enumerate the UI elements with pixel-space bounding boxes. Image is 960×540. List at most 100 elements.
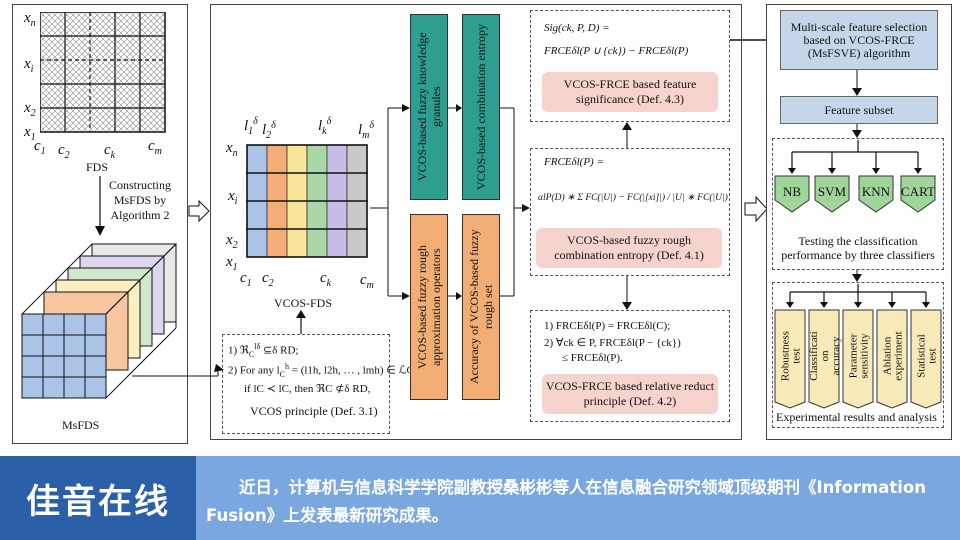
sig-formula-1: Sig(ck, P, D) =	[544, 22, 610, 34]
reduct-formula-1: 1) FRCEδl(P) = FRCEδl(C);	[544, 320, 671, 332]
vcos-top-label: lmδ	[358, 120, 375, 141]
arrow-icon	[788, 168, 796, 174]
reduct-formula-3: ≤ FRCEδl(P).	[562, 352, 623, 364]
entropy-definition-box	[530, 148, 730, 276]
significance-label: VCOS-FRCE based feature significance (De…	[542, 72, 718, 112]
results-text: Experimental results and analysis	[776, 410, 937, 424]
test-label: sensitivity	[859, 333, 871, 379]
arrow-icon	[872, 168, 880, 174]
vcos-col-label: c1	[240, 270, 252, 289]
approximation-operators-box: VCOS-based fuzzy rough approximation ope…	[410, 214, 448, 400]
entropy-label: VCOS-based fuzzy rough combination entro…	[536, 228, 722, 268]
classifier-testing-box	[772, 138, 944, 270]
vcos-row-label: xi	[228, 188, 238, 207]
vcos-row-label: x2	[226, 232, 238, 251]
principle-title: VCOS principle (Def. 3.1)	[250, 404, 378, 418]
feature-subset-box: Feature subset	[780, 96, 938, 124]
right-hollow-arrow-icon	[744, 196, 768, 222]
fds-grid	[40, 12, 166, 133]
vcos-col-label: c2	[262, 270, 274, 289]
classifier-label: KNN	[862, 184, 891, 199]
test-shape	[910, 309, 942, 409]
vcos-row-label: xn	[226, 140, 238, 159]
reduct-formula-2: 2) ∀ck ∈ P, FRCEδl(P − {ck})	[544, 337, 681, 349]
fds-col-label: c1	[34, 138, 46, 157]
entropy-formula-2: αlP(D) ∗ Σ FC(|U|) − FC(|[xi]|) / |U| ∗ …	[538, 193, 728, 203]
down-arrow-icon	[95, 176, 105, 236]
test-label: test	[791, 348, 803, 363]
test-shape	[876, 309, 908, 409]
fds-row-label: x2	[24, 100, 36, 119]
vcos-col-label: cm	[360, 272, 374, 291]
fuzzy-knowledge-granules-box: VCOS-based fuzzy knowledge granules	[410, 14, 448, 200]
fds-row-label: xi	[24, 56, 34, 75]
arrow-icon	[854, 302, 862, 308]
reduct-label: VCOS-FRCE based relative reduct principl…	[542, 374, 718, 414]
accuracy-box: Accuracy of VCOS-based fuzzy rough set	[462, 214, 500, 400]
vcos-top-label: l1δ	[244, 116, 258, 137]
brand-title: 佳音在线	[0, 456, 196, 540]
grid-connectors	[370, 104, 410, 300]
vcos-row-label: x1	[226, 254, 238, 273]
arrow-icon	[922, 302, 930, 308]
test-label: experiment	[893, 331, 905, 380]
fds-label: FDS	[86, 160, 109, 174]
down-arrow-icon	[622, 276, 632, 310]
arrow-icon	[828, 168, 836, 174]
classifier-shape	[858, 175, 894, 213]
experiments-box	[772, 282, 944, 428]
vcos-principle-box	[222, 334, 390, 434]
news-text: 近日，计算机与信息科学学院副教授桑彬彬等人在信息融合研究领域顶级期刊《Infor…	[206, 478, 926, 525]
vcos-top-label: l2δ	[262, 120, 276, 141]
principle-line-3: if lC ≺ lC, then ℜC ⊄δ RD,	[244, 383, 371, 395]
test-label: Parameter	[848, 333, 860, 378]
classifier-tree: NB SVM KNN CART	[774, 140, 936, 213]
principle-line-1: 1) ℜClδ ⊆δ RD;	[228, 342, 299, 359]
up-arrow-icon	[622, 122, 632, 148]
fds-col-label: c2	[58, 142, 70, 161]
msfsve-box: Multi-scale feature selection based on V…	[780, 10, 938, 70]
arrow-icon	[820, 302, 828, 308]
test-label: Classificati	[808, 331, 820, 381]
classifier-label: NB	[783, 184, 801, 199]
test-shape	[774, 309, 806, 409]
classifier-label: SVM	[818, 184, 847, 199]
vcos-fds-label: VCOS-FDS	[274, 296, 333, 310]
fds-row-label: xn	[24, 10, 36, 29]
msfds-cube	[20, 243, 178, 399]
up-arrow-icon	[296, 310, 306, 334]
fds-col-label: cm	[148, 138, 162, 157]
test-label: on	[819, 350, 831, 362]
classifier-shape	[814, 175, 850, 213]
entropy-formula-1: FRCEδl(P) =	[544, 156, 604, 168]
down-arrow-icon	[852, 270, 862, 282]
down-arrow-icon	[852, 70, 862, 96]
arrow-icon	[888, 302, 896, 308]
sig-formula-2: FRCEδl(P ∪ {ck}) − FRCEδl(P)	[544, 45, 689, 57]
vcos-border	[246, 144, 368, 258]
significance-box	[530, 10, 730, 122]
classifier-shape	[774, 175, 810, 213]
reduct-principle-box	[530, 310, 730, 422]
testing-text: Testing the classification performance b…	[781, 234, 935, 262]
vcos-fds-grid	[246, 144, 368, 258]
test-shape	[808, 309, 840, 409]
test-label: Ablation	[882, 336, 894, 375]
arrow-icon	[914, 168, 922, 174]
test-label: Statistical	[916, 334, 928, 377]
classifier-shape	[900, 175, 936, 213]
test-label: accuracy	[830, 336, 842, 376]
classifier-label: CART	[901, 184, 935, 199]
arrow-icon	[786, 302, 794, 308]
test-shape	[842, 309, 874, 409]
vcos-top-label: lkδ	[318, 116, 332, 137]
constructing-text: Constructing MsFDS by Algorithm 2	[109, 178, 171, 222]
fds-col-label: ck	[104, 142, 116, 161]
combination-entropy-box: VCOS-based combination entropy	[462, 14, 500, 200]
msfds-label: MsFDS	[62, 418, 100, 432]
test-label: Robustness	[780, 331, 792, 381]
box-arrows	[448, 104, 530, 300]
principle-line-2: 2) For any lCh = (l1h, l2h, … , lmh) ∈ ℒ…	[228, 362, 417, 379]
right-hollow-arrow-icon	[188, 200, 210, 222]
